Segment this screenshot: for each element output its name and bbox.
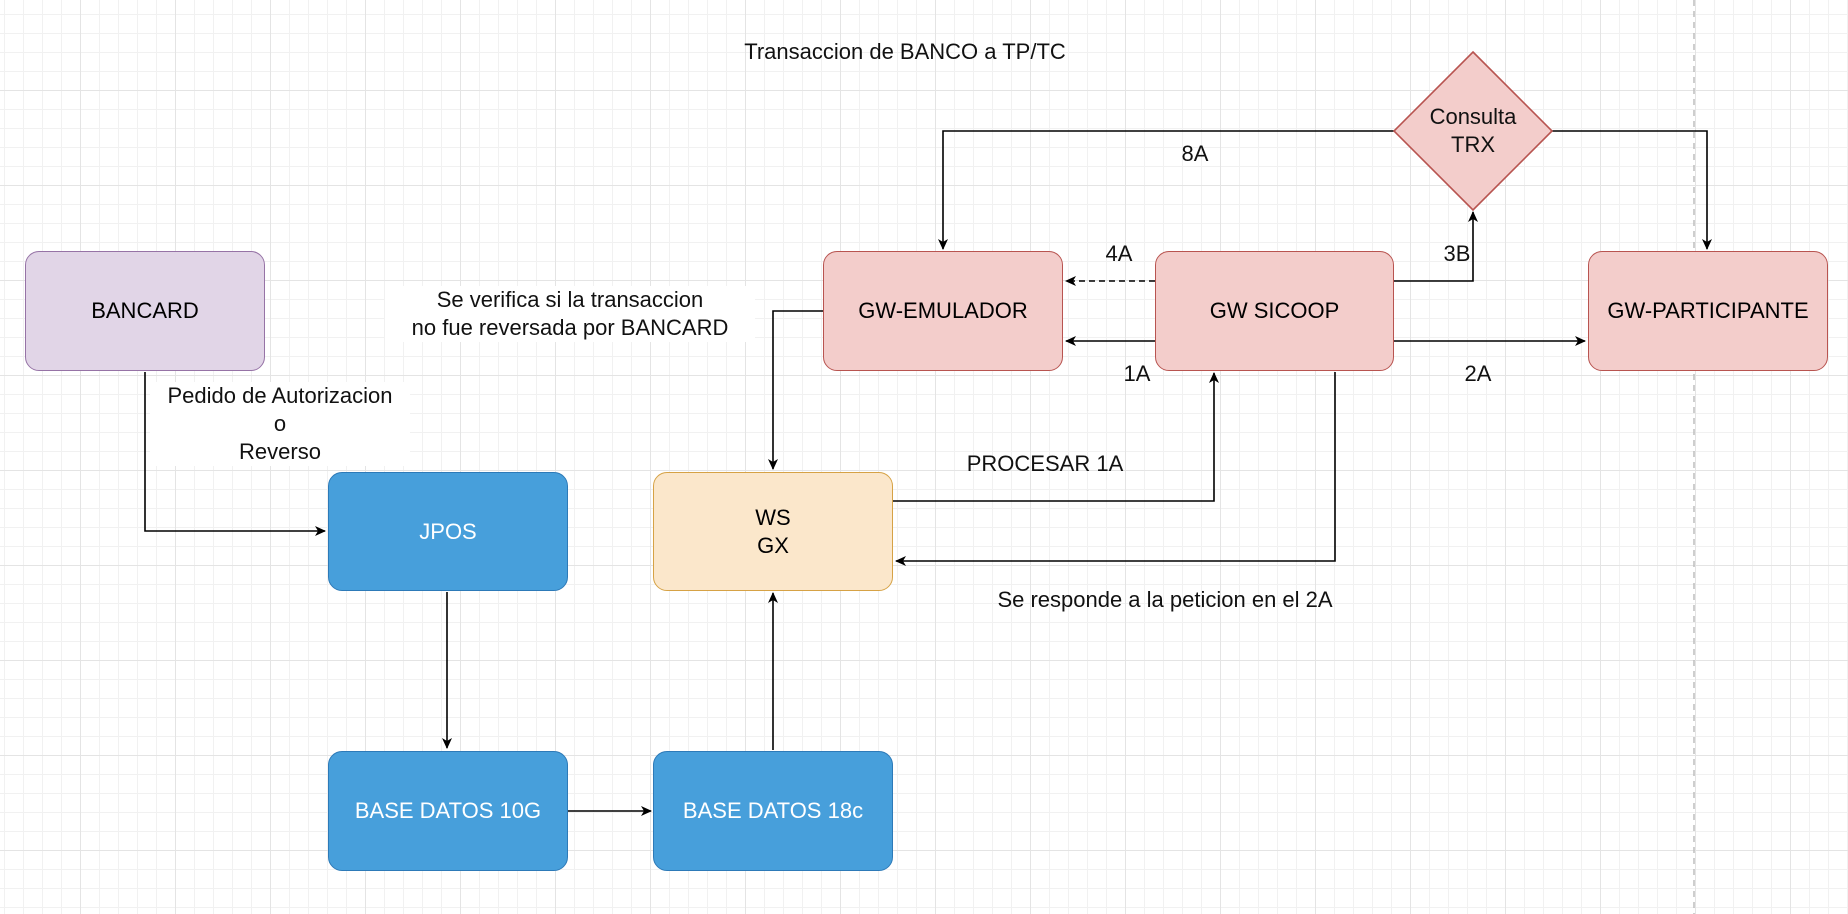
node-base-datos-18c[interactable]: BASE DATOS 18c bbox=[653, 751, 893, 871]
label-verifica-transaccion: Se verifica si la transaccion no fue rev… bbox=[385, 286, 755, 342]
node-ws-gx[interactable]: WS GX bbox=[653, 472, 893, 591]
label-2a: 2A bbox=[1464, 361, 1492, 386]
consulta-trx-label: Consulta TRX bbox=[1429, 104, 1517, 157]
label-8a: 8A bbox=[1181, 141, 1209, 166]
edge-emulador-wsgx bbox=[768, 310, 823, 470]
node-gw-emulador[interactable]: GW-EMULADOR bbox=[823, 251, 1063, 371]
label-procesar-1a: PROCESAR 1A bbox=[966, 451, 1124, 476]
label-4a: 4A bbox=[1105, 241, 1133, 266]
label-pedido-autorizacion: Pedido de Autorizacion o Reverso bbox=[150, 382, 410, 466]
node-bancard[interactable]: BANCARD bbox=[25, 251, 265, 371]
label-1a: 1A bbox=[1123, 361, 1151, 386]
node-gw-participante[interactable]: GW-PARTICIPANTE bbox=[1588, 251, 1828, 371]
label-3b: 3B bbox=[1443, 241, 1471, 266]
node-base-datos-10g[interactable]: BASE DATOS 10G bbox=[328, 751, 568, 871]
edge-sicoop-consulta bbox=[1394, 211, 1478, 282]
node-jpos[interactable]: JPOS bbox=[328, 472, 568, 591]
edge-bancard-jpos bbox=[144, 372, 326, 536]
label-responde-peticion: Se responde a la peticion en el 2A bbox=[997, 587, 1333, 612]
edge-wsgx-sicoop bbox=[893, 372, 1219, 502]
edge-consulta-participante bbox=[1552, 130, 1712, 250]
diagram-title: Transaccion de BANCO a TP/TC bbox=[744, 39, 1066, 64]
edge-sicoop-wsgx bbox=[895, 372, 1336, 566]
node-gw-sicoop[interactable]: GW SICOOP bbox=[1155, 251, 1394, 371]
consulta-trx-diamond[interactable] bbox=[1392, 50, 1554, 212]
edge-consulta-emulador bbox=[938, 130, 1394, 250]
